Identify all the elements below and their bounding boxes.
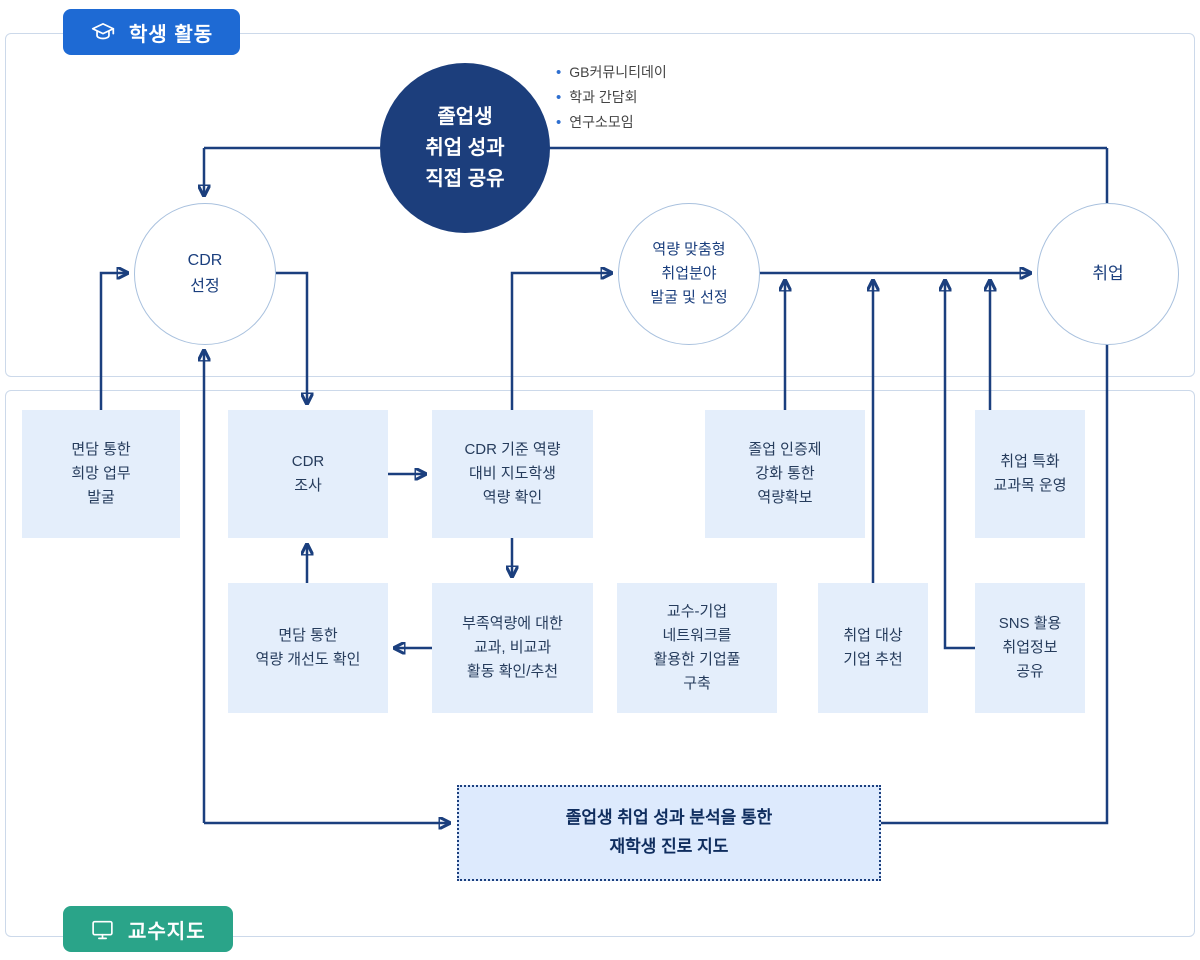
employment-node: 취업 <box>1037 203 1179 345</box>
cdr-survey-box: CDR 조사 <box>228 410 388 538</box>
list-item: 학과 간담회 <box>556 85 667 110</box>
monitor-icon <box>90 917 115 942</box>
feedback-guidance-box: 졸업생 취업 성과 분석을 통한 재학생 진로 지도 <box>457 785 881 881</box>
professor-guidance-label: 교수지도 <box>128 920 206 943</box>
employment-course-box: 취업 특화 교과목 운영 <box>975 410 1085 538</box>
company-recommendation-box: 취업 대상 기업 추천 <box>818 583 928 713</box>
professor-guidance-badge: 교수지도 <box>63 906 233 952</box>
interview-improvement-box: 면담 통한 역량 개선도 확인 <box>228 583 388 713</box>
student-activity-label: 학생 활동 <box>129 23 214 46</box>
share-activity-list: GB커뮤니티데이 학과 간담회 연구소모임 <box>556 60 667 135</box>
list-item: GB커뮤니티데이 <box>556 60 667 85</box>
graduate-share-circle: 졸업생 취업 성과 직접 공유 <box>380 63 550 233</box>
graduation-cap-icon <box>90 19 116 45</box>
list-item: 연구소모임 <box>556 110 667 135</box>
sns-job-info-box: SNS 활용 취업정보 공유 <box>975 583 1085 713</box>
lack-competency-box: 부족역량에 대한 교과, 비교과 활동 확인/추천 <box>432 583 593 713</box>
student-activity-badge: 학생 활동 <box>63 9 241 55</box>
field-selection-node: 역량 맞춤형 취업분야 발굴 및 선정 <box>618 203 760 345</box>
prof-company-network-box: 교수-기업 네트워크를 활용한 기업풀 구축 <box>617 583 777 713</box>
cdr-selection-node: CDR 선정 <box>134 203 276 345</box>
interview-hope-box: 면담 통한 희망 업무 발굴 <box>22 410 180 538</box>
cdr-standard-check-box: CDR 기준 역량 대비 지도학생 역량 확인 <box>432 410 593 538</box>
grad-certification-box: 졸업 인증제 강화 통한 역량확보 <box>705 410 865 538</box>
